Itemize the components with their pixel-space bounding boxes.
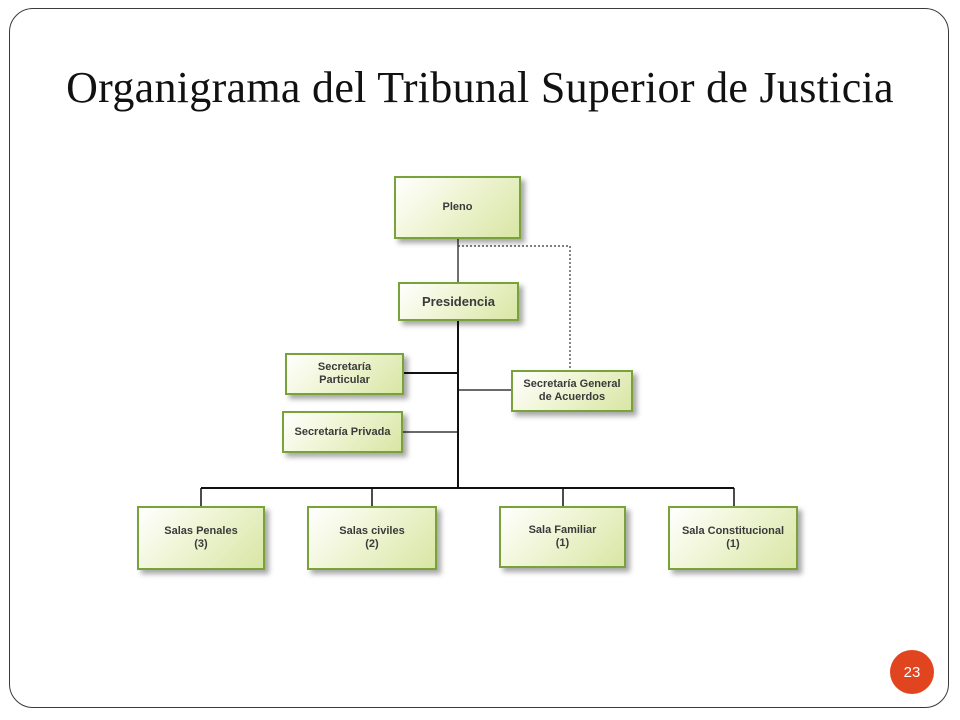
org-node-pleno: Pleno	[394, 176, 521, 239]
org-node-sala-constitucional: Sala Constitucional (1)	[668, 506, 798, 570]
dotted-connector-pleno-secretaria-general	[458, 245, 571, 370]
org-node-salas-civiles: Salas civiles (2)	[307, 506, 437, 570]
org-node-secretaria-privada: Secretaría Privada	[282, 411, 403, 453]
slide-title: Organigrama del Tribunal Superior de Jus…	[66, 63, 894, 112]
slide-frame	[9, 8, 949, 708]
org-node-presidencia: Presidencia	[398, 282, 519, 321]
org-node-secretaria-general: Secretaría General de Acuerdos	[511, 370, 633, 412]
page-number-badge: 23	[890, 650, 934, 694]
org-node-sala-familiar: Sala Familiar (1)	[499, 506, 626, 568]
org-node-secretaria-particular: Secretaría Particular	[285, 353, 404, 395]
org-node-salas-penales: Salas Penales (3)	[137, 506, 265, 570]
